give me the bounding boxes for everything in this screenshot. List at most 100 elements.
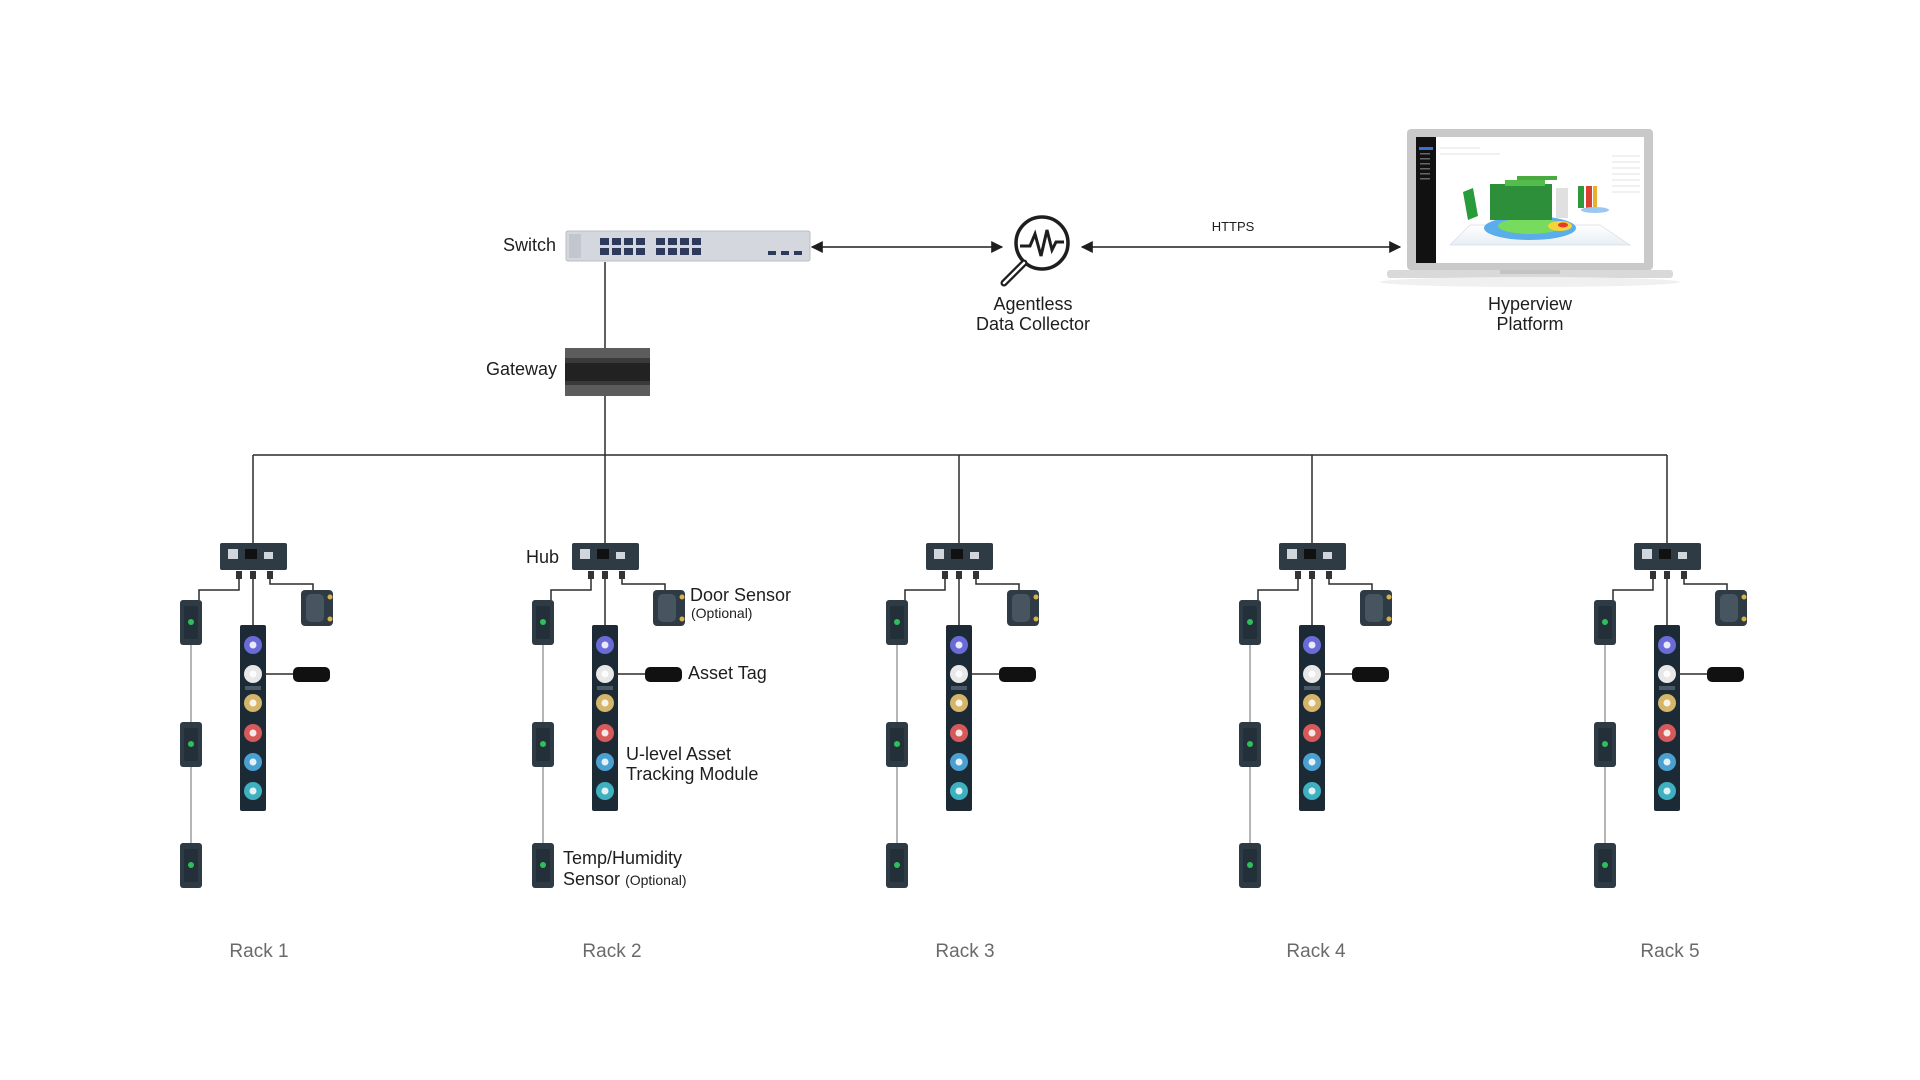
slot-indicator-center — [955, 641, 963, 649]
hub-port — [245, 549, 257, 559]
hub-device — [1634, 543, 1701, 579]
slot-indicator-center — [249, 787, 257, 795]
sensor-cable — [904, 579, 946, 600]
door-sensor-face — [1365, 594, 1383, 622]
slot-indicator-center — [601, 758, 609, 766]
asset-tag-body — [645, 667, 682, 682]
u-level-asset-tracking-module — [592, 625, 618, 811]
module-badge — [597, 686, 613, 690]
led-icon — [1602, 741, 1608, 747]
hub-port — [1642, 549, 1652, 559]
hub-device — [220, 543, 287, 579]
led-icon — [540, 619, 546, 625]
door-sensor-face — [658, 594, 676, 622]
module-label-line2: Tracking Module — [626, 764, 759, 784]
slot-indicator-center — [1308, 641, 1316, 649]
rack-label-4: Rack 4 — [1286, 941, 1346, 962]
asset-tag-body — [293, 667, 330, 682]
hub-port — [1287, 549, 1297, 559]
led-icon — [894, 741, 900, 747]
led-icon — [188, 741, 194, 747]
hub-connector — [250, 571, 256, 579]
slot-indicator-center — [601, 641, 609, 649]
hub-label: Hub — [525, 547, 559, 567]
u-level-asset-tracking-module — [240, 625, 266, 811]
hub-connector — [956, 571, 962, 579]
screw-icon — [1033, 594, 1039, 600]
slot-indicator-center — [955, 758, 963, 766]
door-sensor-cable — [1683, 579, 1728, 590]
module-badge — [1304, 686, 1320, 690]
dashboard-3d-view — [1419, 147, 1640, 246]
screw-icon — [1386, 594, 1392, 600]
screw-icon — [1386, 616, 1392, 622]
slot-indicator-center — [1663, 641, 1671, 649]
led-icon — [894, 862, 900, 868]
door-sensor-cable — [621, 579, 666, 590]
temp-humidity-sensor — [886, 600, 908, 645]
door-sensor-note: (Optional) — [691, 605, 753, 621]
led-icon — [1247, 619, 1253, 625]
rack-2 — [532, 455, 685, 888]
door-sensor-face — [1720, 594, 1738, 622]
rack-4 — [1239, 455, 1392, 888]
hub-port — [228, 549, 238, 559]
slot-indicator-center — [249, 699, 257, 707]
hub-port — [1678, 552, 1687, 559]
rack-label-5: Rack 5 — [1640, 941, 1700, 962]
screw-icon — [327, 616, 333, 622]
magnifier-icon — [1000, 215, 1070, 287]
rack-5 — [1594, 455, 1747, 888]
slot-indicator-center — [601, 699, 609, 707]
gateway-device — [565, 348, 650, 396]
slot-indicator-center — [1663, 729, 1671, 737]
slot-indicator-center — [1308, 729, 1316, 737]
door-sensor — [1007, 590, 1039, 626]
slot-indicator-center — [1308, 670, 1316, 678]
asset-tag-body — [1352, 667, 1389, 682]
led-icon — [894, 619, 900, 625]
hub-connector — [1309, 571, 1315, 579]
temp-humidity-sensor — [1239, 843, 1261, 888]
hub-port — [1659, 549, 1671, 559]
rack-label-1: Rack 1 — [229, 941, 289, 962]
temp-sensor-note: (Optional) — [625, 872, 687, 888]
led-icon — [540, 862, 546, 868]
slot-indicator-center — [1663, 670, 1671, 678]
slot-indicator-center — [1308, 787, 1316, 795]
temp-sensor-label-text: Sensor — [563, 869, 621, 889]
slot-indicator-center — [601, 729, 609, 737]
temp-humidity-sensor — [1594, 722, 1616, 767]
slot-indicator-center — [249, 641, 257, 649]
asset-tag — [1707, 667, 1744, 682]
hub-connector — [973, 571, 979, 579]
screw-icon — [1033, 616, 1039, 622]
led-icon — [1247, 862, 1253, 868]
hub-connector — [1681, 571, 1687, 579]
door-sensor-label: Door Sensor — [690, 585, 792, 605]
slot-indicator-center — [1308, 758, 1316, 766]
rack-label-3: Rack 3 — [935, 941, 995, 962]
hub-connector — [1295, 571, 1301, 579]
slot-indicator-center — [249, 729, 257, 737]
temp-humidity-sensor — [532, 722, 554, 767]
collector-label-line1: Agentless — [993, 294, 1073, 314]
module-label-line1: U-level Asset — [626, 744, 732, 764]
u-level-asset-tracking-module — [1654, 625, 1680, 811]
hub-port — [1304, 549, 1316, 559]
temp-humidity-sensor — [1239, 600, 1261, 645]
asset-tag — [1352, 667, 1389, 682]
slot-indicator-center — [955, 699, 963, 707]
slot-indicator-center — [1663, 699, 1671, 707]
led-icon — [1602, 619, 1608, 625]
slot-indicator-center — [601, 670, 609, 678]
screw-icon — [1741, 616, 1747, 622]
led-icon — [540, 741, 546, 747]
slot-indicator-center — [249, 758, 257, 766]
asset-tag — [293, 667, 330, 682]
door-sensor — [301, 590, 333, 626]
hub-device — [926, 543, 993, 579]
door-sensor-face — [1012, 594, 1030, 622]
u-level-asset-tracking-module — [1299, 625, 1325, 811]
